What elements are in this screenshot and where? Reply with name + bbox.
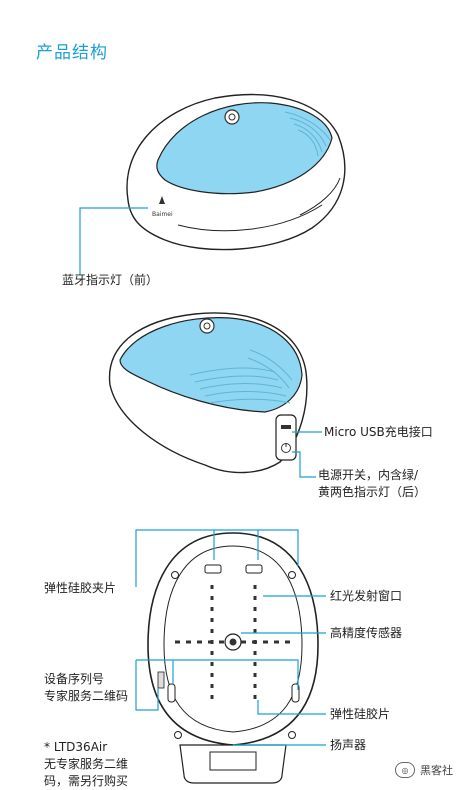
brand-logo-text: Baimei (152, 211, 173, 218)
elastic-pad-label: 弹性硅胶片 (330, 707, 391, 721)
precision-sensor-label: 高精度传感器 (330, 626, 403, 640)
wechat-channel-icon: ◎ (395, 762, 415, 778)
red-light-window-label: 红光发射窗口 (330, 589, 403, 603)
serial-qr-label: 设备序列号 专家服务二维码 (44, 672, 129, 703)
micro-usb-label: Micro USB充电接口 (324, 425, 433, 439)
device-front-view: Baimei (79, 93, 346, 275)
elastic-clip-label: 弹性硅胶夹片 (44, 581, 117, 595)
speaker-label: 扬声器 (330, 738, 367, 752)
bluetooth-indicator-label: 蓝牙指示灯（前） (62, 273, 159, 287)
page-title: 产品结构 (36, 43, 108, 63)
footnote-text: * LTD36Air 无专家服务二维 码，需另行购买 (44, 740, 129, 788)
device-back-view (108, 312, 322, 478)
watermark: ◎ 黑客社 (395, 762, 453, 778)
device-inside-view (135, 529, 326, 784)
power-switch-label: 电源开关，内含绿/ 黄两色指示灯（后） (318, 468, 427, 499)
watermark-text: 黑客社 (420, 764, 453, 777)
